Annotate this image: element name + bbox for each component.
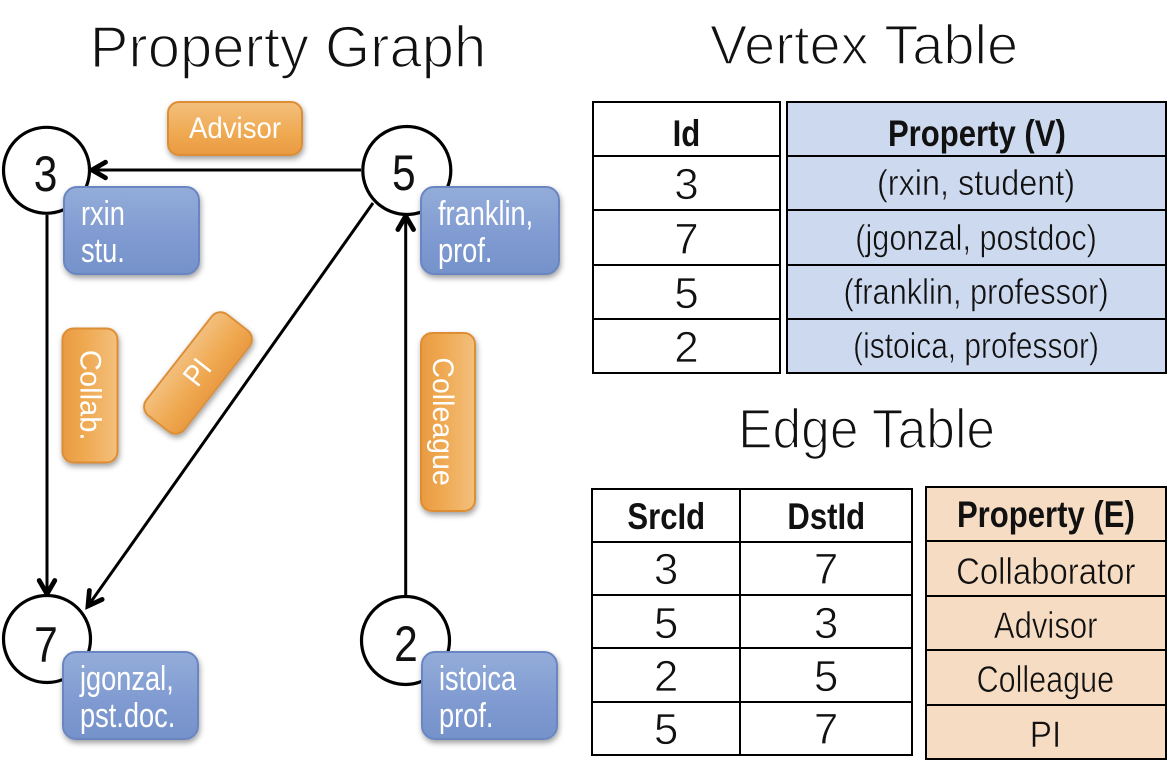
svg-text:3: 3 bbox=[34, 146, 58, 202]
svg-text:5: 5 bbox=[392, 145, 416, 201]
svg-text:2: 2 bbox=[394, 616, 418, 672]
svg-text:7: 7 bbox=[34, 617, 58, 673]
